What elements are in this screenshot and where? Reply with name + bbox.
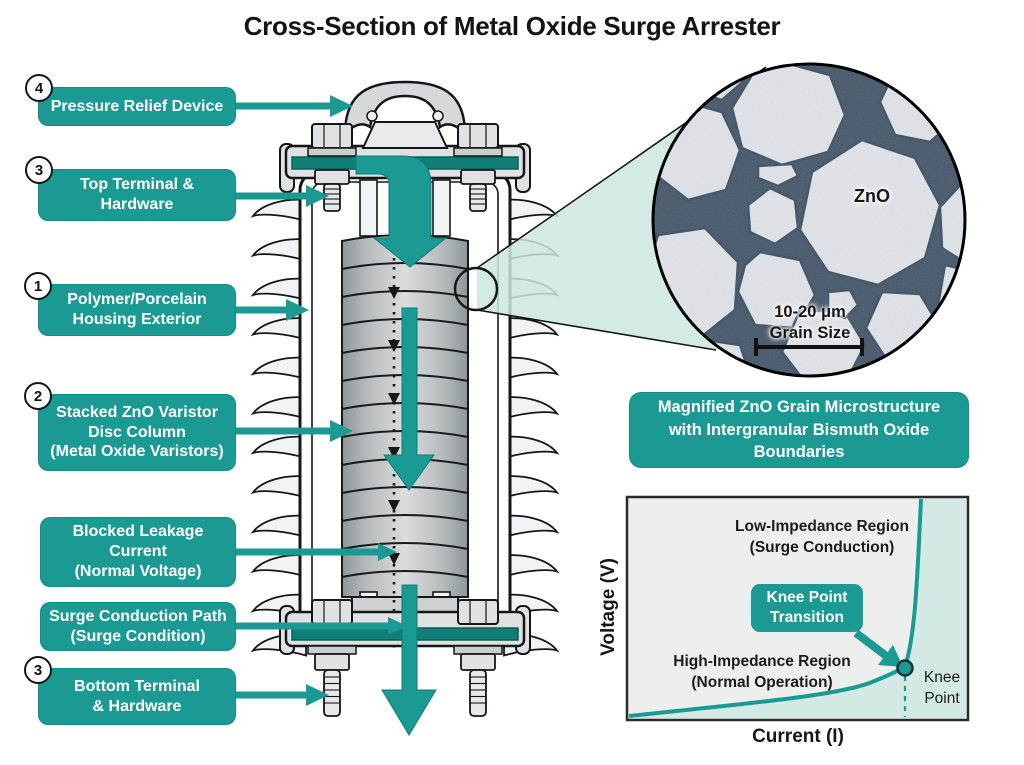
callout-number-badge: 4 — [25, 74, 53, 102]
vi-curve — [628, 498, 923, 718]
callout-line: Hardware — [100, 196, 174, 213]
callout-top-terminal: Top Terminal & Hardware — [38, 169, 236, 221]
knee-box-line: Knee Point — [766, 588, 848, 606]
callout-number-badge: 3 — [25, 156, 53, 184]
terminal-bolts — [307, 123, 503, 717]
surge-current-arrow-middle — [383, 307, 435, 491]
vi-chart-plot — [625, 495, 970, 722]
support-post — [359, 179, 378, 237]
callout-line: (Surge Condition) — [70, 627, 206, 645]
knee-box-line: Transition — [769, 609, 845, 626]
annotation-line: High-Impedance Region — [673, 653, 851, 670]
callout-pressure-relief: Pressure Relief Device — [38, 87, 236, 126]
grain-scale-bar — [754, 338, 864, 356]
annotation-line: (Normal Operation) — [691, 673, 833, 691]
support-post — [432, 179, 451, 237]
callout-bottom-terminal: Bottom Terminal & Hardware — [38, 668, 236, 725]
callout-disc-column: Stacked ZnO Varistor Disc Column (Metal … — [38, 394, 236, 471]
lens-rim — [651, 62, 967, 378]
grain-texture — [653, 64, 965, 376]
grain-size-label: 10-20 μm Grain Size — [735, 302, 885, 343]
curve-fill-area — [629, 499, 966, 718]
callout-line: Pressure Relief Device — [50, 97, 224, 115]
callout-line: Disc Column — [88, 423, 186, 441]
callout-line: Top Terminal & — [79, 176, 195, 194]
callout-line: Housing Exterior — [72, 311, 202, 328]
callout-line: Current — [109, 543, 167, 561]
knee-point-transition-box: Knee Point Transition — [751, 584, 863, 632]
knee-label-line: Knee — [923, 669, 961, 686]
high-impedance-annotation: High-Impedance Region (Normal Operation) — [637, 652, 887, 694]
cap-detail — [432, 110, 444, 122]
knee-arrow-head — [878, 645, 903, 667]
knee-point-label: Knee Point — [916, 668, 968, 710]
knee-point-dot — [896, 659, 914, 677]
knee-arrow-shaft — [853, 629, 892, 662]
callout-line: Bottom Terminal — [74, 677, 200, 695]
callout-line: (Normal Voltage) — [74, 562, 202, 580]
magnifier-source-circle — [453, 266, 499, 312]
callout-blocked-leakage: Blocked Leakage Current (Normal Voltage) — [40, 517, 236, 587]
callout-arrows — [234, 95, 407, 706]
knee-label-line: Point — [924, 689, 960, 707]
callout-surge-path: Surge Conduction Path (Surge Condition) — [40, 602, 236, 651]
surge-current-arrow-bottom — [381, 584, 437, 736]
grain-label: ZnO — [854, 186, 890, 206]
cap-detail — [366, 110, 378, 122]
low-impedance-annotation: Low-Impedance Region (Surge Conduction) — [697, 517, 947, 559]
callout-number-badge: 3 — [24, 656, 52, 684]
callout-line: & Hardware — [92, 697, 182, 715]
cap-cone — [361, 121, 449, 149]
page-title: Cross-Section of Metal Oxide Surge Arres… — [243, 11, 781, 41]
callout-line: (Metal Oxide Varistors) — [50, 443, 224, 461]
grain-size-value: 10-20 μm — [774, 303, 846, 321]
grain-size-caption: Grain Size — [769, 323, 851, 342]
annotation-line: (Surge Conduction) — [749, 538, 895, 556]
caption-line: with Intergranular Bismuth Oxide — [668, 420, 930, 439]
callout-number-badge: 1 — [24, 272, 52, 300]
varistor-disc-stack — [341, 234, 469, 598]
annotation-line: Low-Impedance Region — [735, 518, 909, 535]
pressure-relief-cap — [343, 80, 467, 138]
micrograph-caption: Magnified ZnO Grain Microstructure with … — [629, 392, 969, 468]
arrester-illustration — [250, 80, 560, 736]
surge-current-arrow-top — [355, 155, 448, 268]
callout-line: Polymer/Porcelain — [67, 291, 207, 309]
caption-line: Boundaries — [753, 443, 845, 462]
caption-line: Magnified ZnO Grain Microstructure — [657, 397, 941, 416]
wedge-edge — [476, 309, 717, 351]
callout-line: Stacked ZnO Varistor — [56, 403, 218, 421]
callout-line: Blocked Leakage — [72, 523, 204, 541]
callout-housing: Polymer/Porcelain Housing Exterior — [38, 284, 236, 336]
callout-line: Surge Conduction Path — [49, 607, 227, 625]
callout-number-badge: 2 — [24, 382, 52, 410]
x-axis-label: Current (I) — [752, 726, 844, 747]
y-axis-label: Voltage (V) — [598, 558, 619, 656]
